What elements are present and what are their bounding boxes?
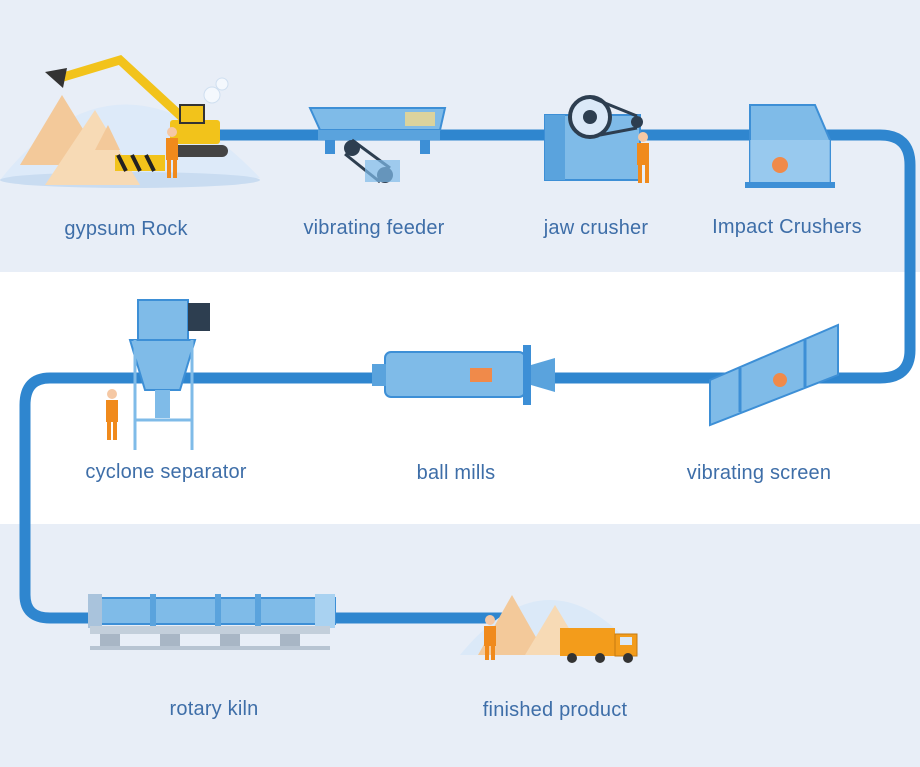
rotary-kiln-illustration — [88, 594, 336, 650]
worker-icon — [106, 389, 118, 440]
ball-mills-illustration — [372, 345, 555, 405]
worker-icon — [484, 615, 496, 660]
cyclone-separator-illustration — [106, 299, 210, 450]
stage-label-ball-mills: ball mills — [416, 462, 496, 484]
stage-label-rotary-kiln: rotary kiln — [169, 698, 259, 720]
truck-icon — [560, 628, 638, 663]
vibrating-screen-illustration — [709, 323, 839, 427]
stage-label-vibrating-screen: vibrating screen — [686, 462, 832, 484]
vibrating-feeder-illustration — [308, 107, 447, 184]
worker-icon — [637, 132, 649, 183]
stage-label-jaw-crusher: jaw crusher — [543, 217, 649, 239]
jaw-crusher-illustration — [544, 95, 649, 183]
stage-label-impact-crushers: Impact Crushers — [712, 216, 862, 238]
stage-label-gypsum-rock: gypsum Rock — [64, 218, 188, 240]
stage-label-vibrating-feeder: vibrating feeder — [303, 217, 445, 239]
bottom-band — [0, 524, 920, 767]
excavator-icon — [45, 54, 228, 157]
finished-product-illustration — [460, 595, 640, 663]
stage-label-finished-product: finished product — [482, 699, 628, 721]
impact-crushers-illustration — [745, 104, 835, 188]
gypsum-rock-illustration — [0, 54, 260, 188]
stage-label-cyclone-separator: cyclone separator — [85, 461, 247, 483]
worker-icon — [166, 127, 178, 178]
